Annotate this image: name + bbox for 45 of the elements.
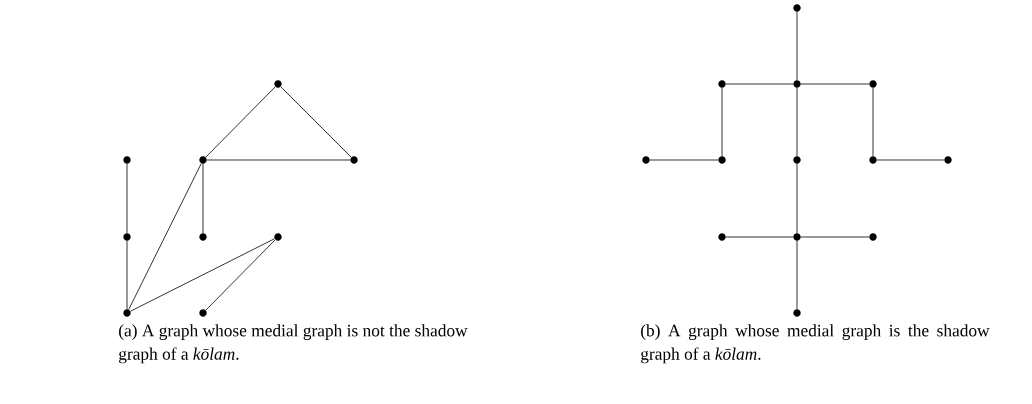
graph-vertex bbox=[793, 156, 801, 164]
graph-edge bbox=[796, 87, 798, 157]
graph-vertex bbox=[199, 233, 207, 241]
figure-caption: (a) A graph whose medial graph is not the shadow graph of a kōlam. bbox=[119, 324, 468, 364]
graph-edge bbox=[876, 159, 945, 161]
graph-edge bbox=[725, 83, 794, 85]
graph-vertex bbox=[123, 309, 131, 317]
graph-vertex bbox=[274, 80, 282, 88]
graph-vertex bbox=[869, 156, 877, 164]
graph-edge bbox=[205, 86, 276, 158]
graph-vertex bbox=[944, 156, 952, 164]
graph-vertex bbox=[793, 233, 801, 241]
graph-vertex bbox=[793, 4, 801, 12]
graph-edge bbox=[800, 83, 870, 85]
graph-vertex bbox=[274, 233, 282, 241]
graph-vertex bbox=[793, 80, 801, 88]
graph-edge bbox=[205, 239, 276, 311]
figure-caption: (b) A graph whose medial graph is the shadow graph of a kōlam. bbox=[641, 324, 990, 364]
graph-edge bbox=[796, 163, 798, 234]
graph-vertex bbox=[123, 233, 131, 241]
graph-vertex bbox=[199, 309, 207, 317]
graph-edge bbox=[128, 163, 202, 310]
graph-vertex bbox=[350, 156, 358, 164]
graph-vertex bbox=[869, 80, 877, 88]
graph-edge bbox=[800, 236, 870, 238]
graph-edge bbox=[126, 163, 128, 234]
graph-vertex bbox=[718, 80, 726, 88]
graph-edge bbox=[721, 87, 723, 157]
graph-vertex bbox=[793, 309, 801, 317]
graph-edge bbox=[206, 159, 351, 161]
graph-edge bbox=[126, 240, 128, 310]
graph-edge bbox=[649, 159, 719, 161]
graph-edge bbox=[725, 236, 794, 238]
graph-edge bbox=[202, 163, 204, 234]
graph-vertex bbox=[869, 233, 877, 241]
graph-vertex bbox=[123, 156, 131, 164]
graph-edge bbox=[130, 238, 275, 312]
graph-edge bbox=[796, 240, 798, 310]
graph-vertex bbox=[642, 156, 650, 164]
graph-edge bbox=[280, 86, 352, 158]
graph-vertex bbox=[718, 233, 726, 241]
graph-edge bbox=[872, 87, 874, 157]
graph-vertex bbox=[718, 156, 726, 164]
graph-vertex bbox=[199, 156, 207, 164]
graph-edge bbox=[796, 11, 798, 81]
